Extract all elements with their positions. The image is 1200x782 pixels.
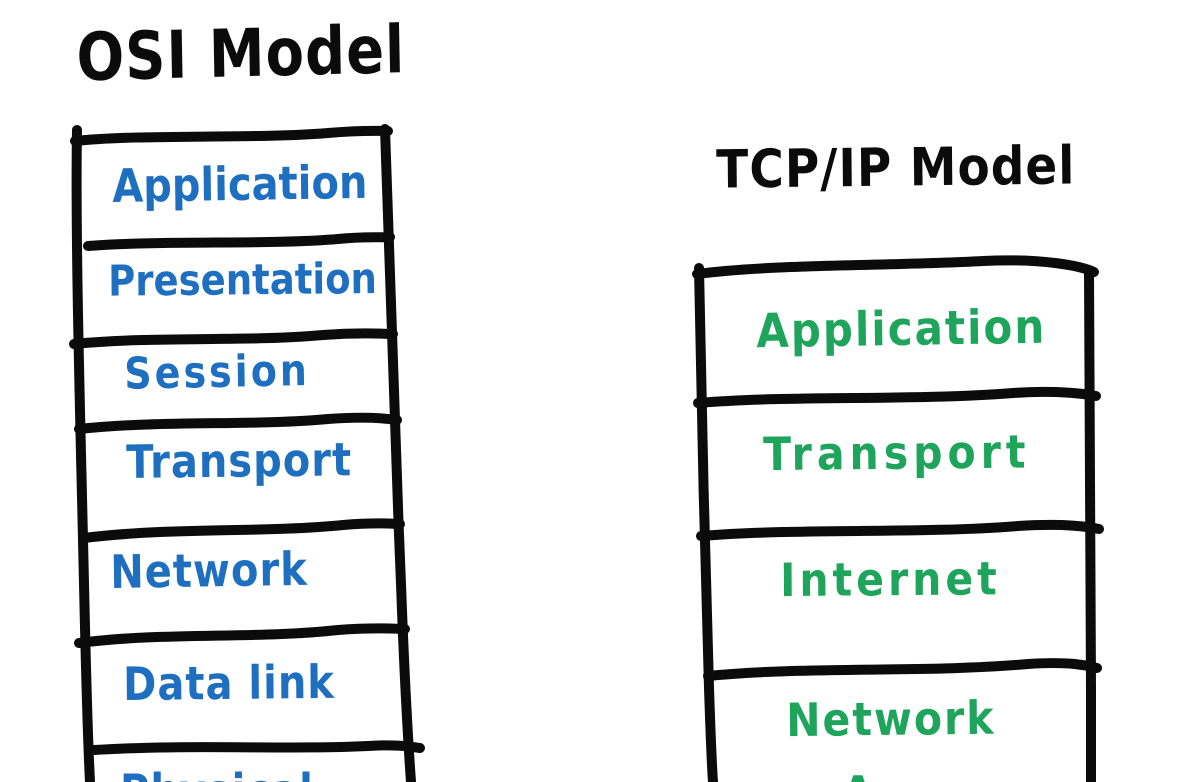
osi-layer-data-link: Data link (122, 656, 336, 712)
osi-top-border (70, 125, 393, 146)
tcpip-layer-network-access-line2: Access (842, 770, 1011, 782)
tcpip-model-title: TCP/IP Model (715, 135, 1076, 202)
osi-model-title: OSI Model (75, 11, 406, 97)
tcpip-stack-outline (692, 255, 1104, 782)
osi-left-edge (71, 125, 95, 782)
tcpip-left-edge (694, 263, 718, 782)
tcpip-top-border (692, 255, 1099, 279)
osi-divider-4 (79, 518, 405, 543)
osi-layer-network: Network (109, 543, 309, 600)
osi-divider-6 (89, 740, 425, 755)
tcpip-divider-1 (693, 386, 1101, 408)
osi-divider-1 (83, 232, 395, 251)
tcpip-layer-transport: Transport (762, 424, 1031, 482)
tcpip-divider-2 (696, 519, 1104, 541)
osi-layer-transport: Transport (125, 433, 353, 490)
tcpip-layer-network: Network (785, 691, 996, 748)
osi-layer-application: Application (111, 156, 368, 214)
tcpip-divider-3 (703, 658, 1102, 681)
osi-divider-5 (74, 623, 410, 648)
tcpip-layer-internet: Internet (779, 551, 1001, 608)
tcpip-layer-application: Application (755, 298, 1047, 359)
osi-divider-2 (69, 328, 398, 349)
osi-right-edge (380, 124, 416, 782)
osi-layer-physical: Physical (120, 769, 314, 782)
osi-stack-outline (69, 124, 425, 782)
osi-layer-session: Session (123, 344, 311, 400)
osi-layer-presentation: Presentation (107, 253, 378, 306)
tcpip-right-edge (1084, 267, 1096, 782)
osi-divider-3 (74, 412, 402, 434)
